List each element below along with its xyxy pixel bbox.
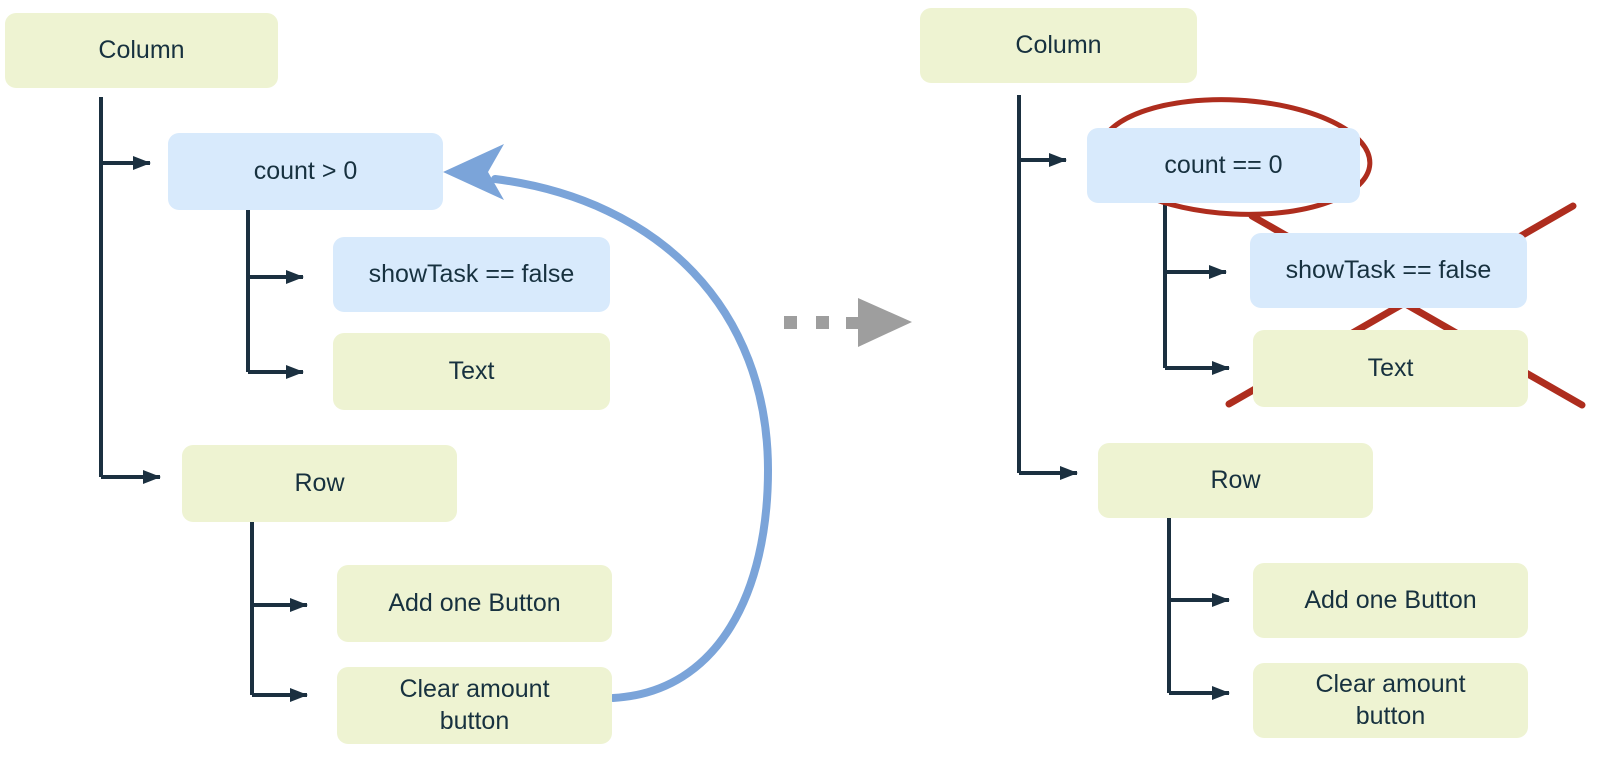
right-add-one-button-node: Add one Button xyxy=(1253,563,1528,638)
right-condition-node: count == 0 xyxy=(1087,128,1360,203)
right-row-node: Row xyxy=(1098,443,1373,518)
left-column-node: Column xyxy=(5,13,278,88)
right-clear-button-node: Clear amount button xyxy=(1253,663,1528,738)
right-column-node: Column xyxy=(920,8,1197,83)
left-showtask-node: showTask == false xyxy=(333,237,610,312)
left-add-one-button-node: Add one Button xyxy=(337,565,612,642)
right-showtask-node: showTask == false xyxy=(1250,233,1527,308)
left-text-node: Text xyxy=(333,333,610,410)
left-clear-button-node: Clear amount button xyxy=(337,667,612,744)
left-row-node: Row xyxy=(182,445,457,522)
left-condition-node: count > 0 xyxy=(168,133,443,210)
right-text-node: Text xyxy=(1253,330,1528,407)
transition-arrow-icon xyxy=(784,298,912,347)
